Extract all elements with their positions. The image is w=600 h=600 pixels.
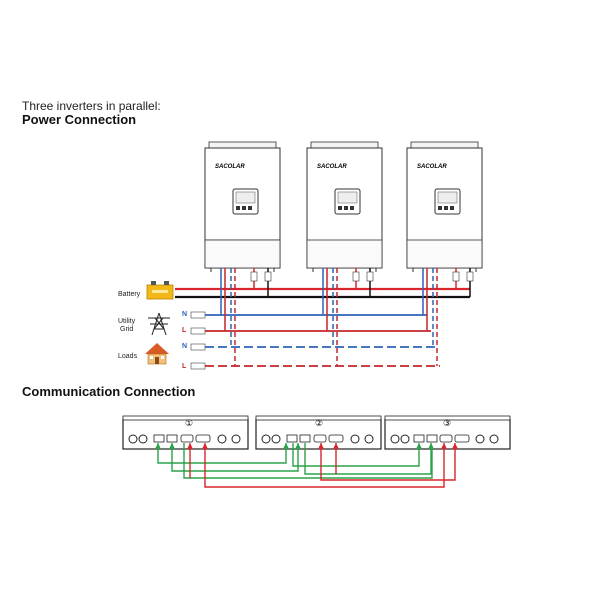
inverter-1-brand: SACOLAR xyxy=(215,164,245,170)
inverter-2: SACOLAR xyxy=(306,141,383,272)
comm-panel-3-number: ③ xyxy=(443,419,451,429)
load-line-label: L xyxy=(182,363,187,370)
inverter-2-drops xyxy=(322,268,374,366)
grid-label: Grid xyxy=(120,326,134,333)
utility-line-label: L xyxy=(182,327,187,334)
house-loads-icon xyxy=(145,343,169,365)
comm-panel-1: ① xyxy=(122,415,249,450)
utility-tower-icon xyxy=(148,312,170,336)
diagram-subtitle: Three inverters in parallel: xyxy=(22,99,161,113)
green-comm-cables xyxy=(157,443,433,479)
comm-panel-3: ③ xyxy=(384,415,511,450)
terminal-blocks xyxy=(190,311,206,370)
inverter-3-drops xyxy=(422,268,474,366)
inverter-1-drops xyxy=(220,268,272,366)
inverter-3-brand: SACOLAR xyxy=(417,164,447,170)
inverter-2-brand: SACOLAR xyxy=(317,164,347,170)
battery-icon xyxy=(146,281,174,300)
inverter-3: SACOLAR xyxy=(406,141,483,272)
red-comm-cables xyxy=(189,443,456,488)
loads-label: Loads xyxy=(118,353,138,360)
comm-panel-1-number: ① xyxy=(185,419,193,429)
load-neutral-label: N xyxy=(182,343,188,350)
comm-arrows xyxy=(155,443,458,449)
utility-label: Utility xyxy=(118,318,136,325)
utility-neutral-label: N xyxy=(182,311,188,318)
comm-panel-2: ② xyxy=(255,415,382,450)
comm-panel-2-number: ② xyxy=(315,419,323,429)
communication-connection-title: Communication Connection xyxy=(22,384,196,399)
inverter-1: SACOLAR xyxy=(204,141,281,272)
power-connection-title: Power Connection xyxy=(22,112,137,127)
battery-label: Battery xyxy=(118,291,141,298)
